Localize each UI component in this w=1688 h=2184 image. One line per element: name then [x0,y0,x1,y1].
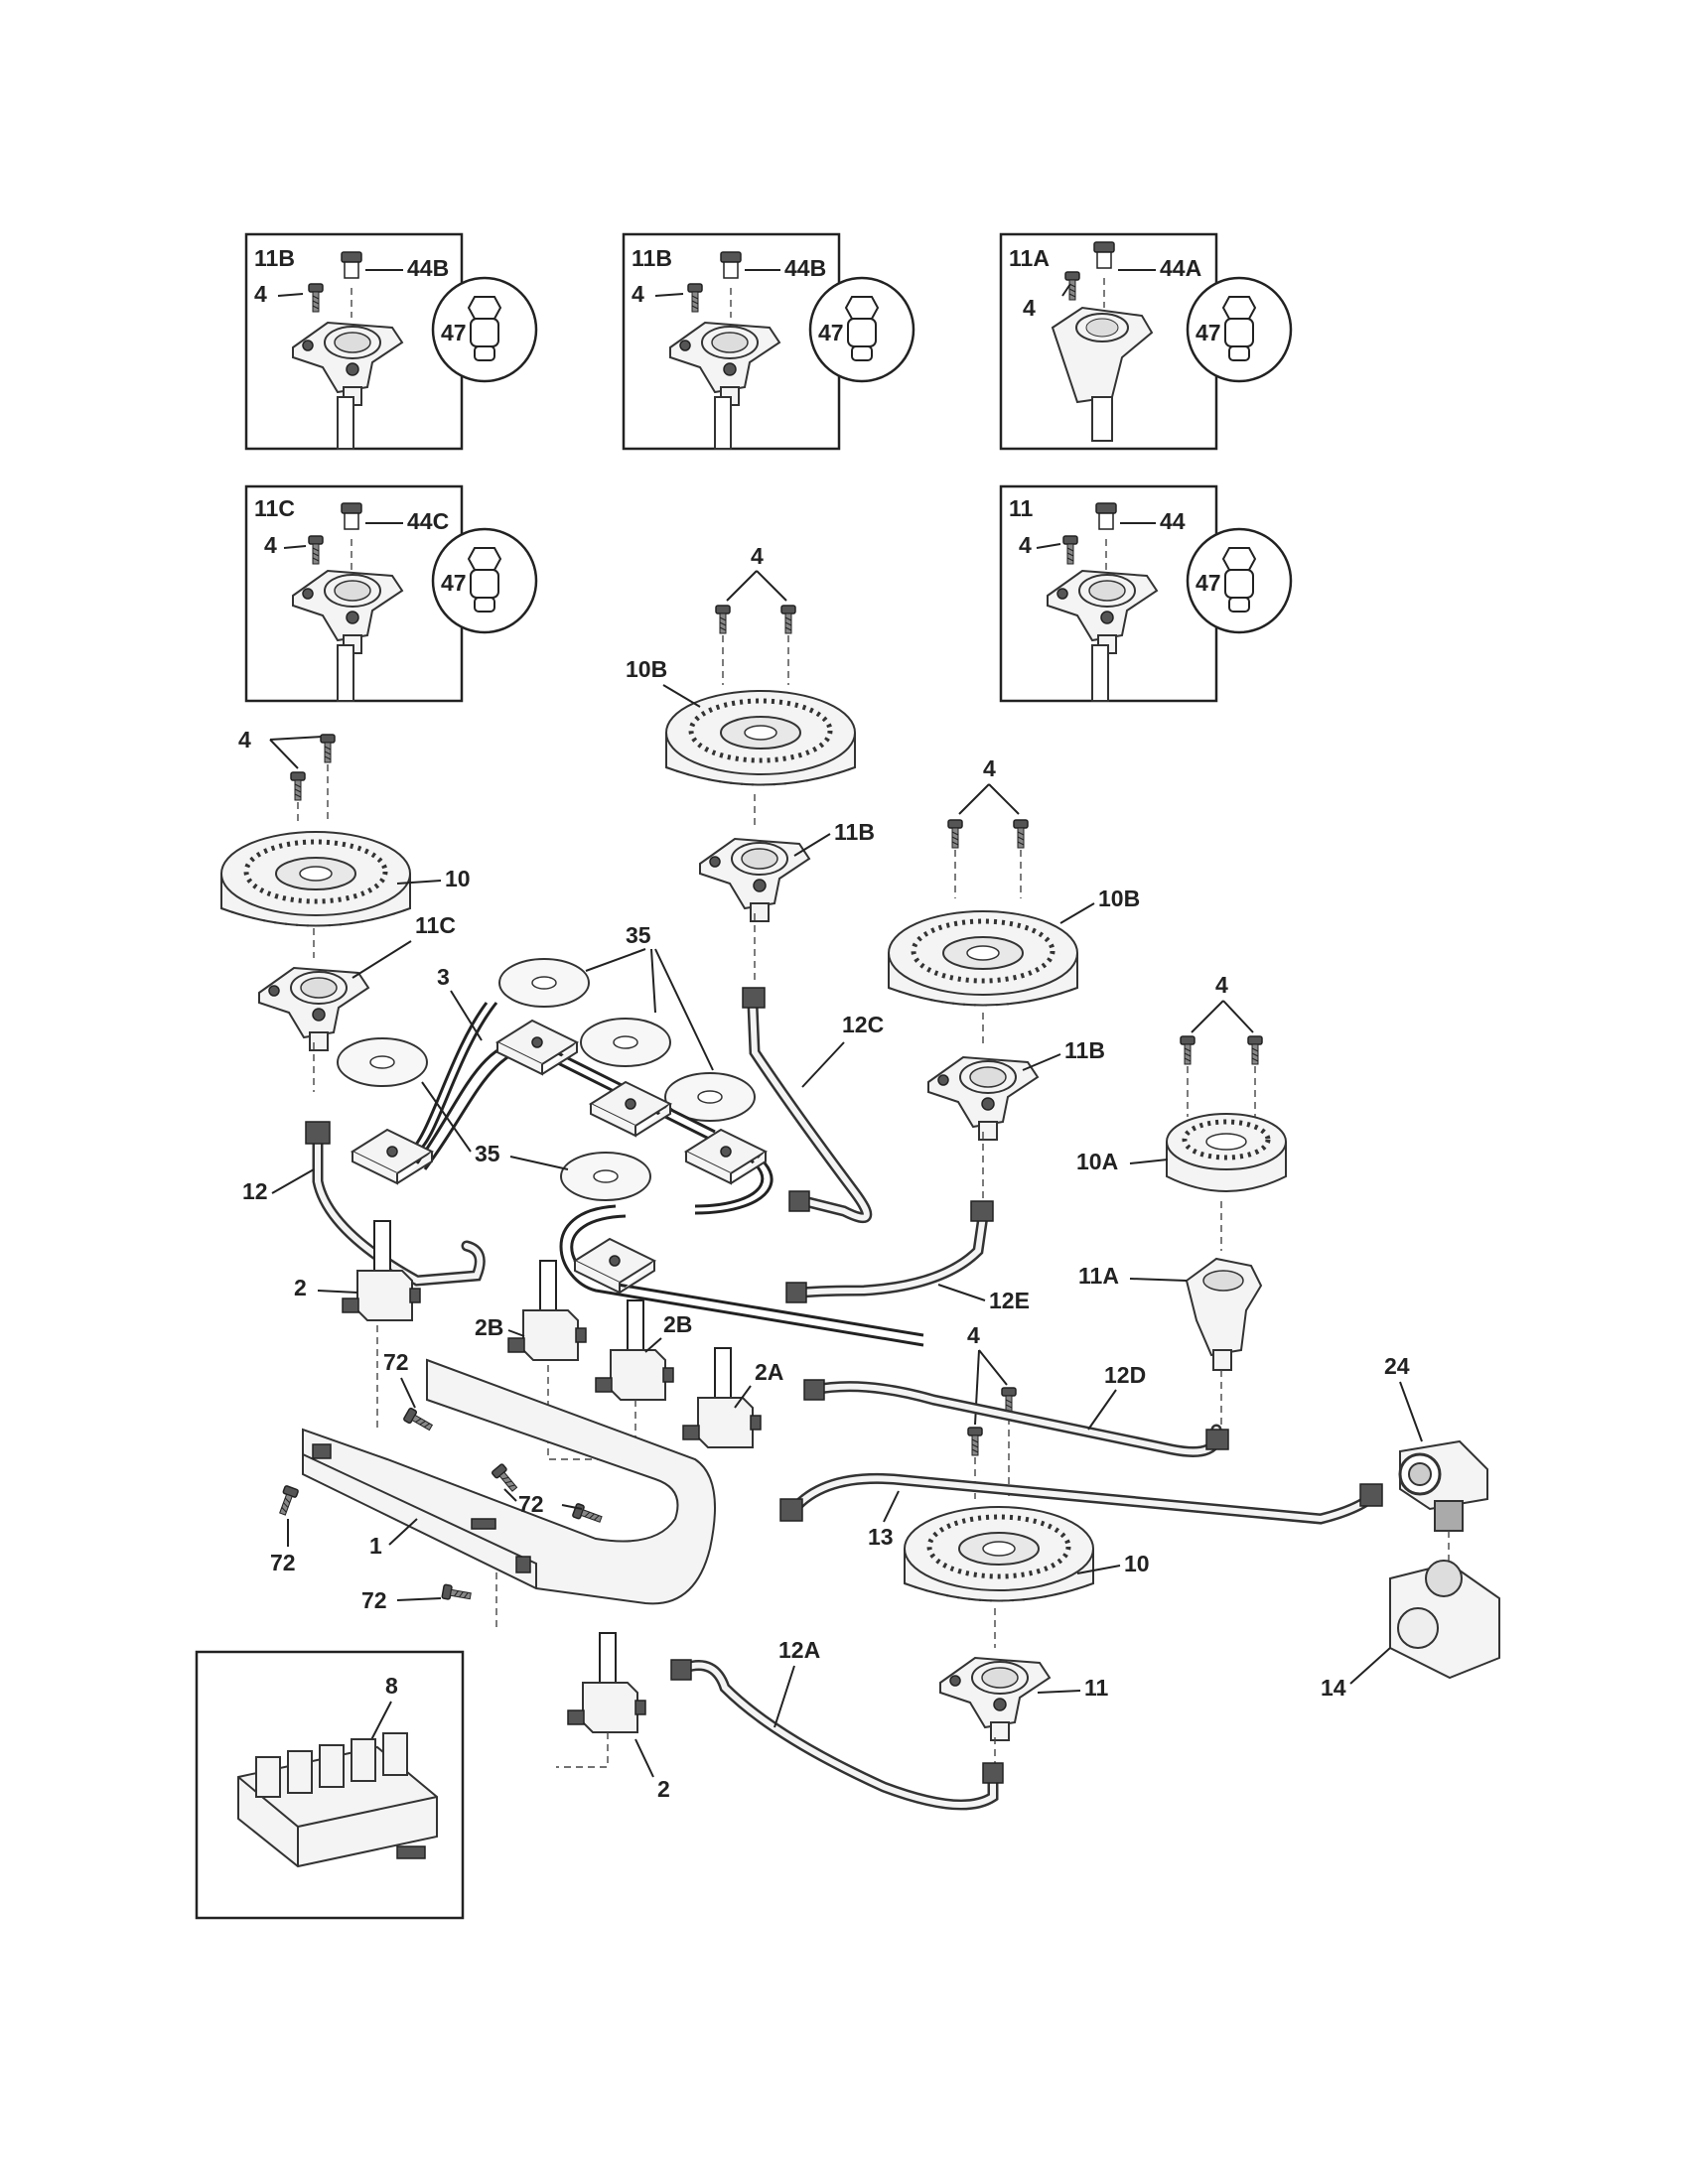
label-35: 35 [626,922,651,948]
ignitor-module-detail: 8 [195,1650,465,1920]
label-2b: 2B [475,1314,503,1340]
label-11c: 11C [415,912,456,938]
label-47: 47 [818,320,844,345]
label-44a: 44A [1160,255,1201,281]
label-4: 4 [1215,972,1228,998]
label-11b: 11B [632,245,672,271]
label-10: 10 [1124,1551,1150,1576]
label-14: 14 [1321,1675,1346,1701]
label-72: 72 [518,1491,544,1517]
burner-assembly-10a: 4 10A 11A [1076,972,1287,1430]
label-4: 4 [751,543,764,569]
label-2: 2 [657,1776,670,1802]
label-10: 10 [445,866,471,891]
label-44c: 44C [407,508,449,534]
label-44: 44 [1160,508,1186,534]
label-24: 24 [1384,1353,1410,1379]
gas-tubes: 12 12C 12E 12D 13 12A [242,987,1383,1811]
label-11: 11 [1009,495,1034,521]
valves: 2 2B 2B 2A 2 [294,1220,783,1802]
label-44b: 44B [407,255,449,281]
label-72: 72 [270,1550,296,1575]
label-8: 8 [385,1673,398,1699]
burner-assembly-10b-top: 4 10B 11B [626,543,875,983]
label-4: 4 [632,281,644,307]
label-11b: 11B [254,245,295,271]
label-11: 11 [1084,1675,1109,1701]
burner-assembly-10b-right: 4 10B 11B [889,755,1140,1211]
label-2a: 2A [755,1359,783,1385]
label-4: 4 [264,532,277,558]
regulator-assembly: 24 14 [1321,1353,1500,1701]
detail-box-11: 11 4 44 47 [999,484,1293,703]
burner-assembly-10-bottom: 4 10 11 [905,1322,1150,1787]
label-11b: 11B [834,819,875,845]
label-11a: 11A [1009,245,1050,271]
ignition-harness-assembly: 35 35 3 [337,922,924,1347]
label-11a: 11A [1078,1263,1119,1289]
label-35: 35 [475,1141,500,1166]
label-72: 72 [361,1587,387,1613]
label-47: 47 [441,570,467,596]
label-3: 3 [437,964,450,990]
label-47: 47 [1196,320,1221,345]
bracket-screws: 72 72 72 72 [270,1349,605,1613]
label-2: 2 [294,1275,307,1300]
label-4: 4 [967,1322,980,1348]
label-12e: 12E [989,1288,1030,1313]
label-72: 72 [383,1349,409,1375]
label-10b: 10B [626,656,667,682]
label-10b: 10B [1098,886,1140,911]
burner-assembly-10-left: 4 10 11C [221,727,471,1092]
label-4: 4 [983,755,996,781]
burner-head-10a [1166,1113,1287,1192]
label-4: 4 [1019,532,1032,558]
detail-box-11b-left: 11B 4 44B 47 [244,232,538,451]
manifold-1: 1 [302,1358,716,1605]
label-47: 47 [1196,570,1221,596]
label-4: 4 [254,281,267,307]
label-10a: 10A [1076,1149,1118,1174]
label-12d: 12D [1104,1362,1146,1388]
label-1: 1 [369,1533,382,1559]
label-11c: 11C [254,495,295,521]
label-47: 47 [441,320,467,345]
detail-box-11c: 11C 4 44C 47 [244,484,538,703]
detail-box-11a: 11A 4 44A 47 [999,232,1293,451]
detail-box-11b-middle: 11B 4 44B 47 [622,232,915,451]
label-12a: 12A [778,1637,820,1663]
label-12c: 12C [842,1012,884,1037]
label-11b: 11B [1064,1037,1105,1063]
label-4: 4 [1023,295,1036,321]
label-4: 4 [238,727,251,752]
label-12: 12 [242,1178,268,1204]
label-44b: 44B [784,255,826,281]
label-13: 13 [868,1524,894,1550]
label-2b: 2B [663,1311,692,1337]
